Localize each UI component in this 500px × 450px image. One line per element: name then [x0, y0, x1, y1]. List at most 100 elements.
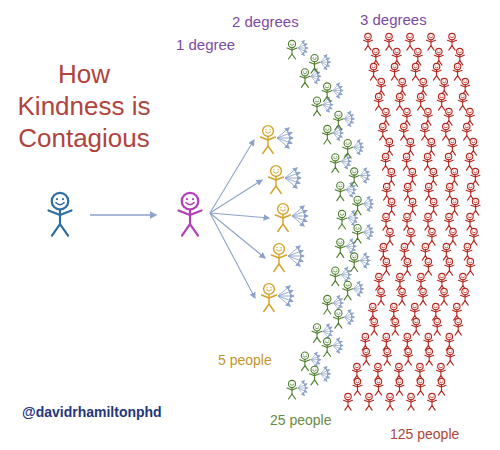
- eye: [411, 395, 413, 397]
- second-degree-person: [330, 154, 340, 173]
- head: [370, 63, 376, 69]
- eye: [465, 125, 467, 127]
- smile: [364, 337, 367, 339]
- third-degree-person: [398, 288, 407, 305]
- third-degree-person: [452, 303, 461, 320]
- second-degree-person: [322, 338, 332, 357]
- second-degree-person: [287, 40, 297, 59]
- smile: [426, 112, 429, 114]
- eye: [340, 212, 342, 214]
- head: [373, 48, 379, 54]
- body: [340, 246, 341, 252]
- body: [410, 145, 411, 151]
- legs: [383, 271, 389, 276]
- legs: [413, 331, 419, 336]
- smile: [432, 202, 435, 204]
- legs: [314, 337, 321, 342]
- smile: [352, 172, 356, 174]
- third-degree-person: [440, 288, 449, 305]
- eye: [305, 70, 307, 72]
- body: [433, 175, 434, 181]
- eye: [423, 80, 425, 82]
- second-degree-person: [333, 111, 343, 130]
- eye: [325, 297, 327, 299]
- third-degree-person: [441, 123, 450, 140]
- eye: [402, 290, 404, 292]
- eye: [448, 185, 450, 187]
- legs: [472, 211, 478, 216]
- smile: [290, 384, 294, 386]
- body: [382, 130, 383, 136]
- eye: [419, 275, 421, 277]
- legs: [301, 366, 308, 371]
- spread-arrow: [354, 289, 360, 297]
- head: [450, 228, 456, 234]
- smile: [384, 157, 387, 159]
- body: [409, 40, 410, 46]
- eye: [392, 170, 394, 172]
- smile: [428, 352, 431, 354]
- eye: [450, 35, 452, 37]
- head: [454, 303, 460, 309]
- eye: [377, 275, 379, 277]
- smile: [376, 367, 379, 369]
- arms: [469, 235, 478, 237]
- legs: [430, 211, 436, 216]
- head: [337, 239, 344, 246]
- smile: [445, 247, 448, 249]
- smile: [405, 217, 408, 219]
- arms: [386, 400, 395, 402]
- arms: [333, 317, 343, 319]
- legs: [324, 352, 331, 357]
- third-degree-person: [398, 78, 407, 95]
- eye: [325, 85, 327, 87]
- head: [404, 183, 410, 189]
- third-degree-person: [385, 228, 394, 245]
- body: [458, 325, 459, 331]
- smile: [429, 37, 432, 39]
- third-degree-person: [416, 273, 425, 290]
- head: [313, 97, 320, 104]
- body: [378, 280, 379, 286]
- legs: [370, 76, 376, 81]
- smile: [367, 397, 370, 399]
- spread-arrow: [364, 200, 373, 204]
- smile: [280, 210, 285, 211]
- legs: [382, 166, 388, 171]
- arms: [403, 340, 412, 342]
- body: [385, 115, 386, 121]
- head: [383, 258, 389, 264]
- eye: [369, 395, 371, 397]
- body: [475, 175, 476, 181]
- arms: [368, 310, 377, 312]
- legs: [345, 406, 351, 411]
- head: [301, 352, 308, 359]
- head: [464, 123, 470, 129]
- eye: [405, 110, 407, 112]
- eye: [276, 247, 277, 248]
- smile: [356, 382, 359, 384]
- eye: [312, 368, 314, 370]
- eye: [426, 260, 428, 262]
- spread-arrow: [210, 213, 269, 218]
- legs: [263, 146, 274, 154]
- third-degree-person: [424, 183, 433, 200]
- body: [275, 176, 276, 186]
- eye: [473, 170, 475, 172]
- arms: [419, 85, 428, 87]
- eye: [413, 170, 415, 172]
- spread-arrow: [292, 216, 304, 226]
- arms: [442, 250, 451, 252]
- eye: [338, 184, 340, 186]
- head: [384, 348, 390, 354]
- eye: [421, 95, 423, 97]
- smile: [346, 143, 350, 145]
- body: [365, 340, 366, 346]
- arms: [179, 210, 202, 215]
- third-degree-person: [377, 78, 386, 95]
- spread-arrow: [277, 128, 289, 138]
- arms: [412, 325, 421, 327]
- legs: [366, 406, 372, 411]
- smile: [440, 277, 443, 279]
- head: [324, 83, 331, 90]
